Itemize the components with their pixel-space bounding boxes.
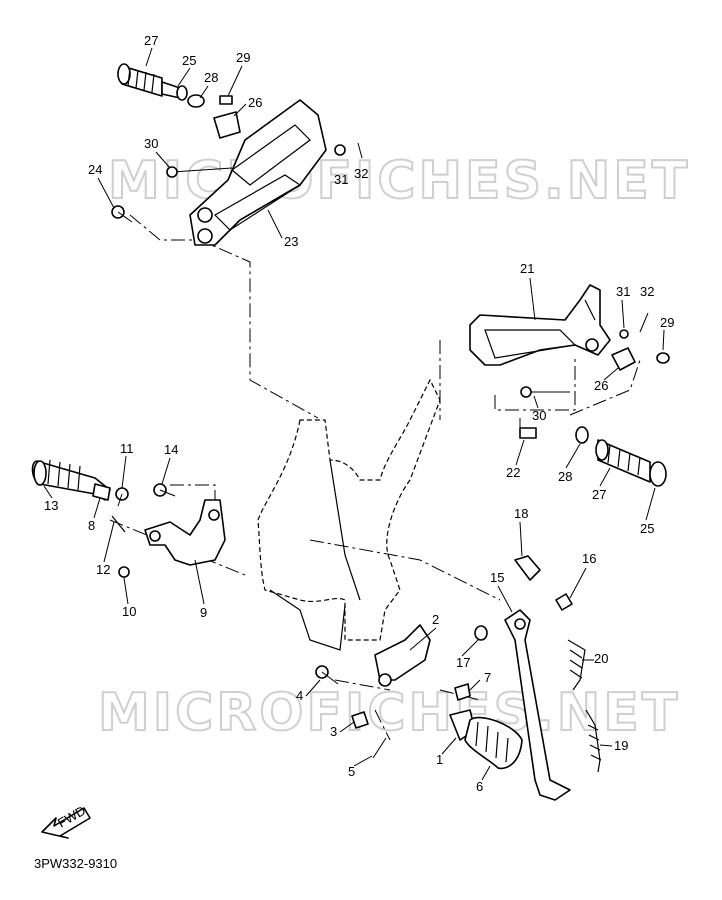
sidestand	[504, 555, 602, 801]
callout: 9	[200, 605, 207, 620]
callout: 11	[120, 441, 134, 456]
callout: 28	[558, 469, 572, 484]
callout: 16	[582, 551, 596, 566]
callout: 5	[348, 764, 355, 779]
watermark-bottom: MICROFICHES.NET	[98, 683, 680, 743]
rear-footrest-peg-right	[519, 386, 667, 487]
callout: 19	[614, 738, 628, 753]
rider-footrest-assembly	[31, 459, 226, 578]
watermark-top: MICROFICHES.NET	[108, 151, 690, 211]
callout: 12	[96, 562, 110, 577]
callout: 15	[490, 570, 504, 585]
callout: 20	[594, 651, 608, 666]
callout-labels: 27 25 28 29 26 30 31 32 24 23 21 31 32 2…	[44, 33, 674, 794]
rear-footrest-bracket-left	[189, 99, 327, 246]
callout: 29	[236, 50, 250, 65]
callout: 2	[432, 612, 439, 627]
callout: 21	[520, 261, 534, 276]
callout: 25	[640, 521, 654, 536]
callout: 17	[456, 655, 470, 670]
callout: 3	[330, 724, 337, 739]
rear-footrest-bracket-right	[469, 284, 670, 371]
callout: 32	[354, 166, 368, 181]
callout: 8	[88, 518, 95, 533]
callout: 29	[660, 315, 674, 330]
callout: 26	[248, 95, 262, 110]
callout: 30	[144, 136, 158, 151]
callout: 1	[436, 752, 443, 767]
callout: 31	[334, 172, 348, 187]
callout: 31	[616, 284, 630, 299]
callout: 30	[532, 408, 546, 423]
callout-leader-lines	[43, 47, 665, 781]
callout: 10	[122, 604, 136, 619]
callout: 24	[88, 162, 102, 177]
diagram-code: 3PW332-9310	[34, 856, 117, 871]
callout: 6	[476, 779, 483, 794]
callout: 25	[182, 53, 196, 68]
callout: 14	[164, 442, 178, 457]
front-direction-arrow-icon: FWD	[41, 803, 91, 839]
callout: 13	[44, 498, 58, 513]
frame-outline	[257, 378, 441, 651]
callout: 18	[514, 506, 528, 521]
callout: 26	[594, 378, 608, 393]
callout: 27	[144, 33, 158, 48]
footrest-bracket-right	[315, 624, 523, 770]
callout: 28	[204, 70, 218, 85]
callout: 23	[284, 234, 298, 249]
callout: 4	[296, 688, 303, 703]
callout: 7	[484, 670, 491, 685]
callout: 22	[506, 465, 520, 480]
callout: 27	[592, 487, 606, 502]
callout: 32	[640, 284, 654, 299]
